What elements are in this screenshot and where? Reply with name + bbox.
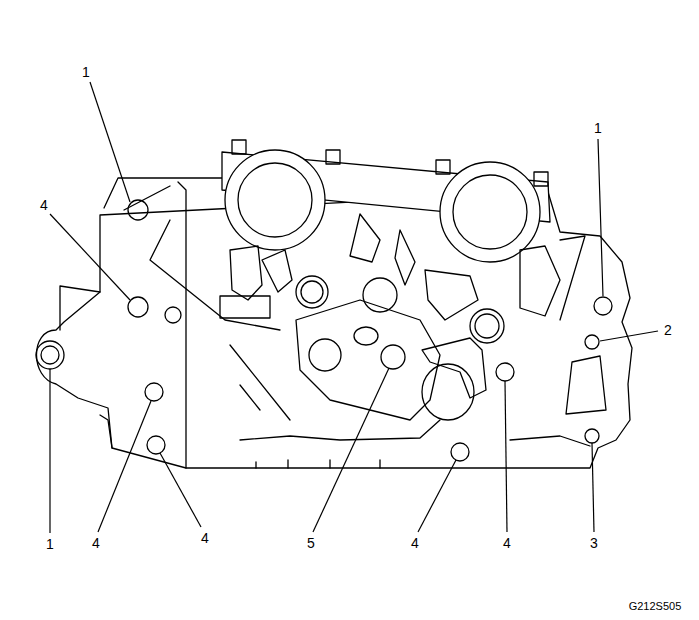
callout-number: 4	[199, 530, 211, 546]
callout-number: 4	[90, 535, 102, 551]
callout-number: 1	[592, 120, 604, 136]
callout-number: 4	[38, 197, 50, 213]
callout-number: 4	[409, 535, 421, 551]
callout-number: 4	[501, 535, 513, 551]
callout-number: 2	[662, 322, 674, 338]
figure-code: G212S505	[627, 600, 684, 613]
callout-number: 5	[305, 535, 317, 551]
callout-number: 1	[80, 64, 92, 80]
callout-number: 3	[588, 535, 600, 551]
callout-number: 1	[44, 536, 56, 552]
